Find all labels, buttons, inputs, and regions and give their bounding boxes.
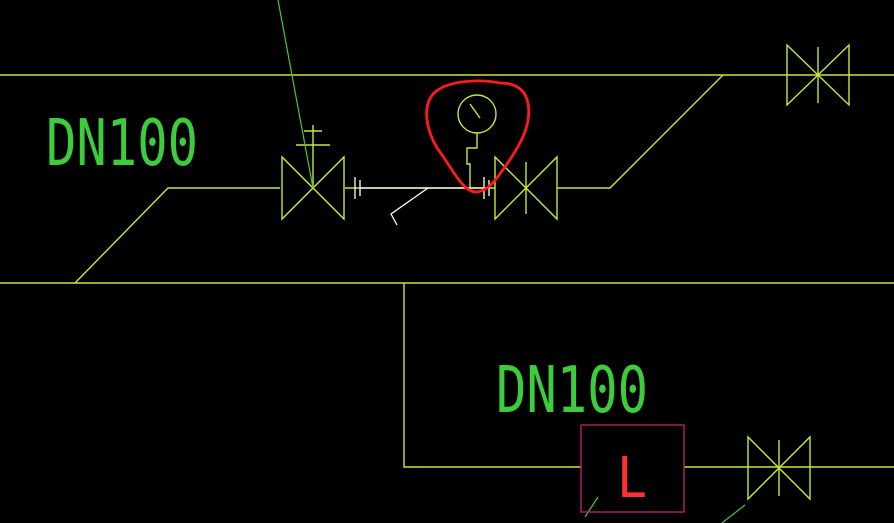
level-indicator-label: L (617, 446, 647, 511)
gauge-needle (469, 103, 481, 119)
gate-valve-upper-header[interactable] (786, 43, 850, 107)
gate-valve-body (786, 43, 850, 107)
drop-to-level-indicator (403, 283, 581, 468)
gate-valve-lower-pipe[interactable] (747, 435, 811, 501)
leader-lines (277, 0, 746, 523)
gate-valve-body (494, 155, 558, 221)
main-pipes (0, 74, 894, 468)
level-indicator[interactable]: L (580, 424, 685, 513)
gauge-siphon (466, 133, 478, 188)
white-drain-line (390, 187, 429, 226)
leader-line-top (277, 0, 314, 189)
revision-cloud-markup (425, 79, 531, 194)
leader-line-level (584, 496, 599, 518)
gate-valve-branch-left[interactable] (281, 125, 345, 221)
gate-valve-branch-right[interactable] (494, 155, 558, 221)
right-diagonal-branch (557, 74, 724, 189)
pipe-size-label-upper: DN100 (46, 107, 198, 181)
level-indicator-box (580, 424, 685, 513)
gate-valve-body (281, 155, 345, 221)
white-branch-lines (360, 187, 484, 226)
gate-valve-body (747, 435, 811, 501)
leader-line-lower-valve (721, 504, 746, 523)
left-diagonal-branch (74, 187, 280, 284)
pipe-size-label-lower: DN100 (496, 354, 648, 428)
handwheel-icon (296, 130, 330, 146)
pressure-gauge-icon[interactable] (457, 94, 497, 188)
